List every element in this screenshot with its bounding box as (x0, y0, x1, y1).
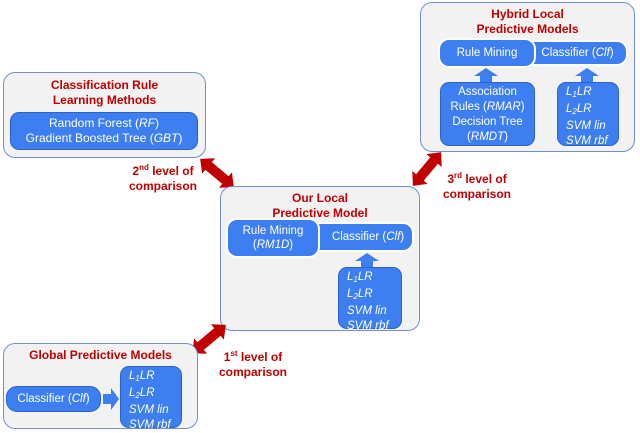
hybrid-models-title: Hybrid Local Predictive Models (476, 7, 579, 36)
global-model-svm-rbf: SVM rbf (129, 419, 171, 431)
third-level-line1: 3rd level of (447, 171, 507, 186)
hybrid-rule-mining-box: Rule Mining (438, 38, 536, 68)
global-classifier-suffix: ) (85, 393, 90, 405)
third-level-double-arrow (412, 152, 442, 186)
local-model-l1lr: L1LR (347, 271, 373, 284)
hybrid-model-svm-rbf: SVM rbf (566, 135, 608, 147)
hybrid-rule-mining-label: Rule Mining (456, 47, 518, 59)
local-rule-mining-line1: Rule Mining (242, 225, 304, 237)
first-level-line1: 1st level of (223, 349, 283, 364)
local-classifier-abbr: Clf (386, 231, 401, 243)
hybrid-classifier-prefix: Classifier ( (541, 47, 596, 59)
first-level-label: 1st level of comparison (208, 346, 298, 380)
global-classifier-models-box: L1LR L2LR SVM lin SVM rbf (120, 366, 182, 431)
global-model-svm-lin: SVM lin (129, 404, 169, 416)
local-classifier-prefix: Classifier ( (331, 231, 387, 243)
classification-methods-title: Classification Rule Learning Methods (50, 78, 159, 107)
global-model-l1lr: L1LR (129, 370, 155, 383)
local-classifier-suffix: ) (400, 231, 405, 243)
global-classifier-abbr: Clf (71, 393, 86, 405)
local-classifier-models-box: L1LR L2LR SVM lin SVM rbf (338, 267, 402, 332)
hybrid-assoc-line1: Association (458, 86, 517, 98)
random-forest-label: Random Forest (RF) (48, 116, 160, 130)
third-level-label: 3rd level of comparison (432, 168, 522, 202)
hybrid-left-up-arrow (474, 68, 498, 82)
global-right-arrow (103, 388, 119, 410)
second-level-line2: comparison (128, 179, 197, 193)
local-model-svm-lin: SVM lin (347, 305, 387, 317)
gradient-boosted-tree-label: Gradient Boosted Tree (GBT) (25, 131, 183, 145)
hybrid-classifier-models-box: L1LR L2LR SVM lin SVM rbf (557, 82, 619, 147)
hybrid-model-svm-lin: SVM lin (566, 120, 606, 132)
local-rule-mining-box: Rule Mining (RM1D) (226, 218, 320, 258)
classification-methods-box: Random Forest (RF) Gradient Boosted Tree… (10, 112, 198, 150)
local-model-svm-rbf: SVM rbf (347, 320, 389, 332)
global-model-l2lr: L2LR (129, 387, 155, 400)
local-classifier-box: Classifier (Clf) (308, 222, 414, 252)
first-level-line2: comparison (218, 365, 287, 379)
local-model-l2lr: L2LR (347, 288, 373, 301)
hybrid-rule-methods-box: Association Rules (RMAR) Decision Tree (… (440, 82, 535, 146)
global-classifier-prefix: Classifier ( (17, 393, 72, 405)
hybrid-model-l1lr: L1LR (566, 86, 592, 99)
global-classifier-box: Classifier (Clf) (6, 386, 101, 412)
hybrid-right-up-arrow (575, 68, 599, 82)
hybrid-classifier-suffix: ) (609, 47, 614, 59)
global-models-title: Global Predictive Models (29, 348, 172, 362)
second-level-label: 2nd level of comparison (118, 160, 208, 194)
second-level-line1: 2nd level of (132, 163, 194, 178)
local-rule-mining-line2: (RM1D) (252, 239, 294, 251)
second-level-double-arrow (200, 158, 234, 188)
local-model-title: Our Local Predictive Model (272, 191, 368, 220)
hybrid-tree-line1: Decision Tree (452, 116, 523, 128)
hybrid-classifier-abbr: Clf (595, 47, 610, 59)
hybrid-tree-line2: (RMDT) (467, 131, 508, 143)
first-level-double-arrow (192, 324, 226, 354)
local-up-arrow (355, 253, 379, 267)
hybrid-model-l2lr: L2LR (566, 103, 592, 116)
hybrid-assoc-line2: Rules (RMAR) (450, 101, 525, 113)
third-level-line2: comparison (442, 187, 511, 201)
